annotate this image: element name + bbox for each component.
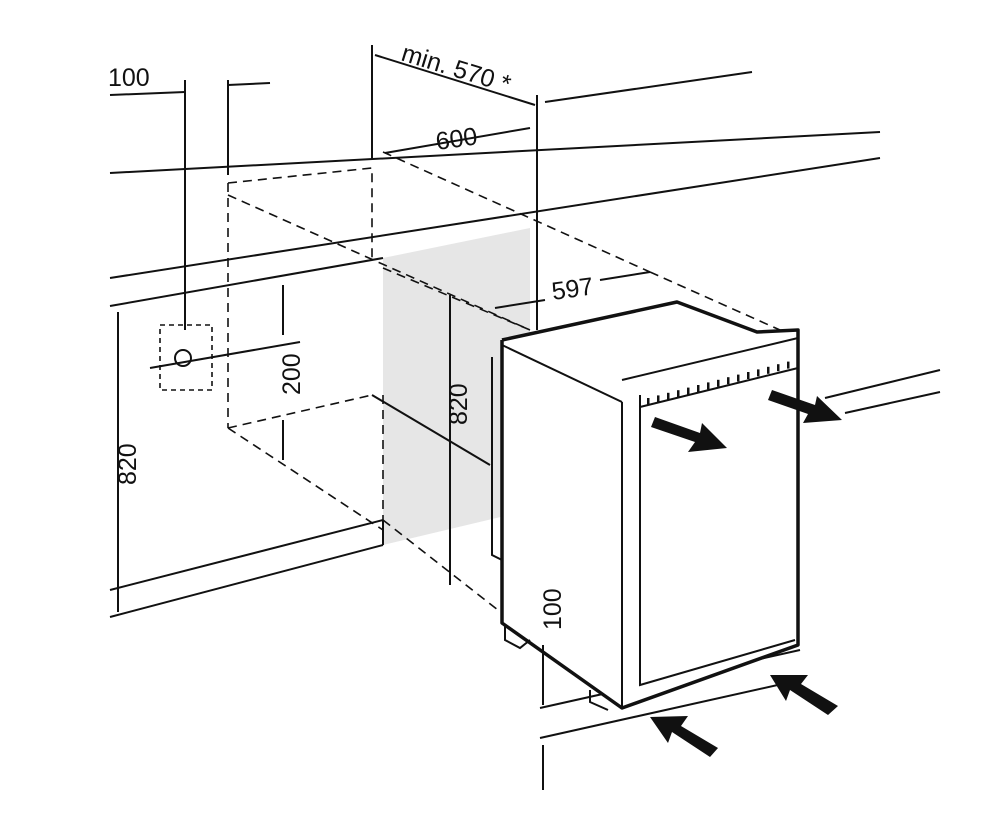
vent-slot — [717, 379, 720, 387]
vent-slot — [647, 398, 650, 405]
vent-slot — [657, 395, 660, 403]
air-in-arrow-icon — [770, 675, 838, 715]
right-wall-lines — [824, 369, 941, 414]
dimension-niche-depth: 600 — [434, 122, 479, 156]
dimension-appliance-depth: 597 — [550, 272, 595, 306]
vent-slot — [787, 361, 790, 369]
air-out-arrow-icon — [651, 417, 727, 452]
dimension-lines — [109, 45, 651, 790]
vent-slot — [727, 377, 730, 385]
dimension-outlet-offset: 100 — [108, 64, 150, 92]
air-out-arrow-icon — [768, 390, 842, 423]
ventilation-grille — [647, 361, 790, 405]
vent-slot — [697, 385, 700, 392]
dimension-niche-height: 820 — [114, 443, 142, 485]
niche-outline — [227, 151, 781, 691]
vent-slot — [777, 364, 780, 372]
vent-slot — [707, 382, 710, 390]
air-in-arrow-icon — [650, 716, 718, 757]
dimension-outlet-height: 200 — [278, 353, 306, 395]
vent-slot — [737, 374, 740, 382]
vent-slot — [747, 372, 750, 379]
dimension-plinth-height: 100 — [539, 588, 567, 630]
vent-slot — [677, 390, 680, 398]
countertop-lines — [109, 71, 881, 307]
airflow-arrows — [650, 390, 842, 757]
socket-icon — [149, 324, 301, 391]
vent-slot — [667, 392, 670, 400]
dimension-appliance-height: 820 — [445, 383, 473, 425]
vent-slot — [757, 369, 760, 377]
vent-slot — [767, 366, 770, 374]
niche-side-shade — [383, 228, 530, 545]
appliance — [491, 300, 800, 711]
vent-slot — [687, 387, 690, 395]
dimension-min-depth: min. 570 * — [398, 39, 514, 99]
